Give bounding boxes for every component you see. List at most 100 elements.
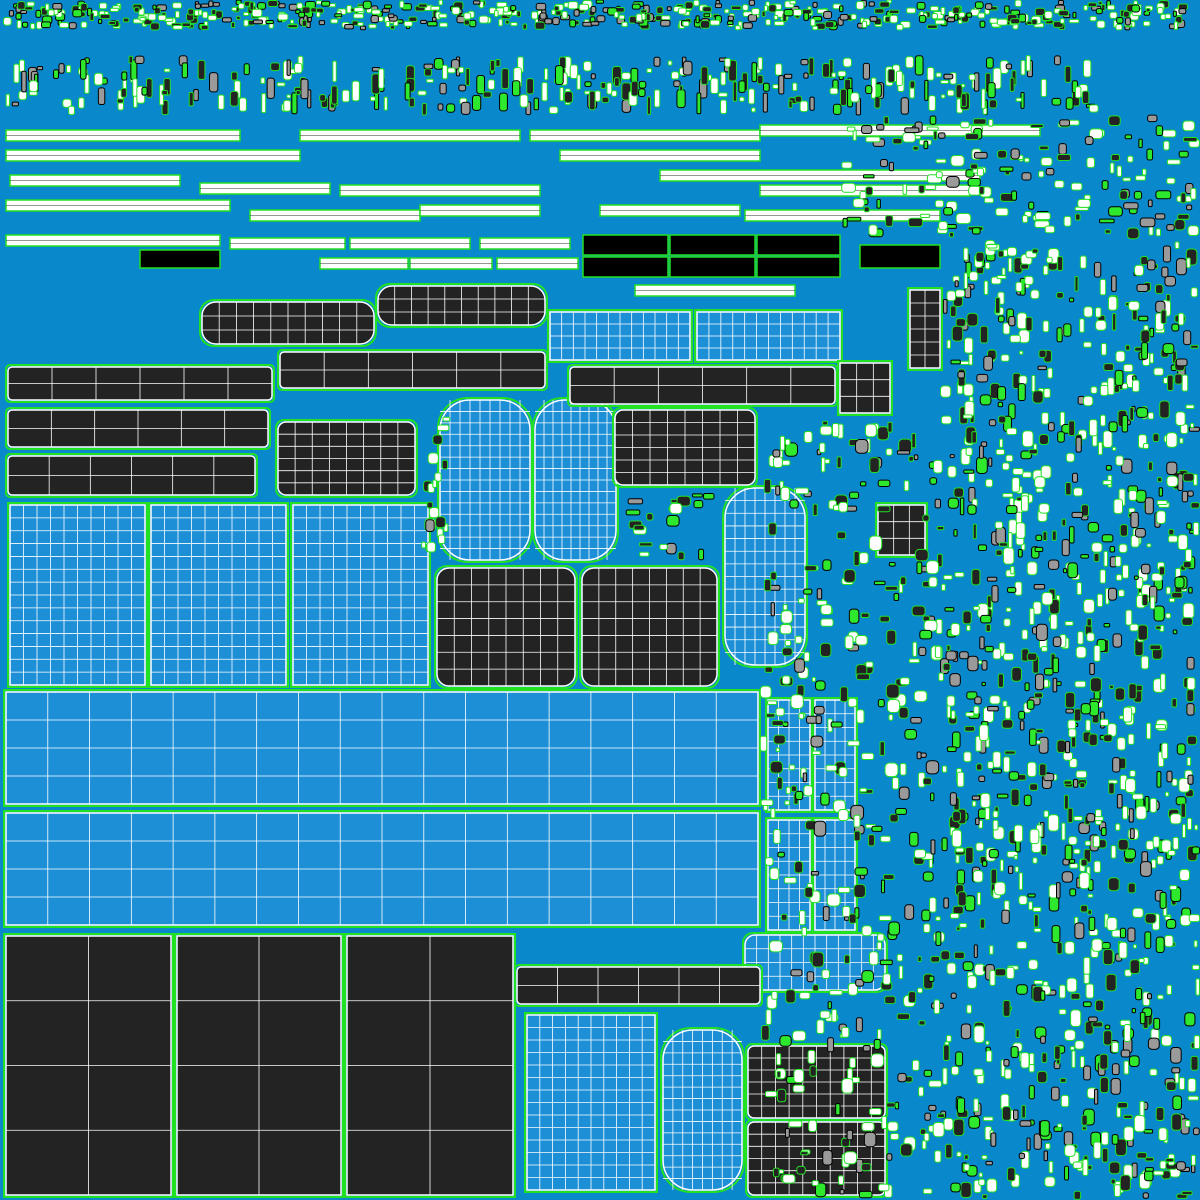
uv-piece [985,478,994,488]
uv-piece [1058,10,1070,17]
uv-piece [757,56,763,71]
uv-piece [187,8,195,16]
uv-piece [1156,510,1166,524]
uv-piece [917,987,923,994]
panel-outline [434,565,578,689]
uv-piece [776,1070,781,1078]
uv-piece [965,846,974,864]
uv-piece [945,650,957,661]
uv-piece [999,166,1014,172]
uv-piece [994,881,1006,896]
uv-piece [1157,476,1163,483]
uv-piece [986,576,998,582]
uv-piece [1005,607,1012,613]
uv-piece [1184,1119,1191,1128]
uv-piece [906,7,917,14]
uv-piece [1117,838,1129,851]
uv-piece [936,525,945,531]
uv-piece [880,879,886,894]
uv-piece [1164,934,1174,948]
uv-piece [803,431,813,443]
uv-piece [914,55,924,76]
uv-piece [1182,120,1196,132]
uv-piece [1161,839,1172,853]
uv-piece [1166,461,1178,475]
uv-piece [1185,548,1193,563]
uv-piece [1161,1035,1173,1047]
uv-piece [909,80,916,89]
uv-piece [45,3,50,11]
uv-piece [99,2,108,10]
uv-piece [1101,1131,1109,1146]
uv-piece [1024,157,1030,163]
uv-piece [1187,490,1194,497]
uv-piece [885,215,894,227]
uv-piece [1040,646,1048,652]
uv-piece [772,456,783,469]
uv-piece [902,132,916,143]
uv-piece [963,247,969,261]
uv-piece [1162,129,1177,138]
uv-piece [442,64,448,80]
uv-piece [988,457,993,467]
uv-piece [1127,882,1136,894]
uv-piece [956,771,965,788]
uv-piece [992,768,1002,774]
uv-piece [970,8,980,17]
uv-piece [1065,482,1072,496]
uv-piece [861,925,873,937]
uv-piece [934,199,944,208]
panel-outline [174,933,344,1198]
uv-piece [1014,0,1022,8]
uv-piece [1175,358,1188,367]
uv-piece [855,978,865,987]
uv-piece [843,916,850,921]
uv-piece [251,8,263,18]
uv-piece [829,87,839,95]
uv-piece [868,1,875,7]
uv-piece [1086,618,1092,627]
uv-piece [842,57,852,68]
uv-piece [776,1088,787,1103]
uv-piece [779,1035,792,1047]
uv-piece [1016,312,1028,330]
uv-piece [1061,518,1067,527]
uv-piece [1190,287,1198,298]
uv-piece [344,24,354,30]
uv-piece [813,705,825,715]
uv-piece [334,13,343,18]
dark-arch-panel [434,565,578,689]
uv-piece [1191,964,1200,971]
uv-piece [1021,172,1032,181]
uv-piece [952,810,961,822]
uv-piece [1103,1030,1113,1046]
uv-piece [1061,871,1074,883]
uv-piece [772,1167,780,1178]
uv-piece [613,11,619,19]
uv-piece [501,68,510,90]
uv-piece [853,550,860,567]
uv-piece [423,68,432,77]
uv-piece [941,583,946,591]
uv-piece [1188,587,1193,594]
uv-piece [209,72,219,93]
uv-piece [794,95,803,103]
uv-piece [1042,320,1050,333]
uv-piece [889,813,899,823]
uv-piece [1176,743,1186,755]
uv-piece [1017,383,1026,402]
uv-piece [1135,576,1144,590]
uv-piece [839,88,848,106]
uv-piece [946,1034,952,1043]
uv-piece [783,73,793,79]
uv-piece [943,1117,954,1131]
uv-piece [207,14,217,21]
uv-piece [1021,629,1029,640]
uv-piece [1155,228,1161,237]
uv-piece [1077,198,1091,208]
uv-piece [1018,375,1028,385]
uv-piece [589,90,596,111]
uv-piece [181,62,189,79]
uv-piece [1188,914,1200,923]
black-block [669,234,756,256]
